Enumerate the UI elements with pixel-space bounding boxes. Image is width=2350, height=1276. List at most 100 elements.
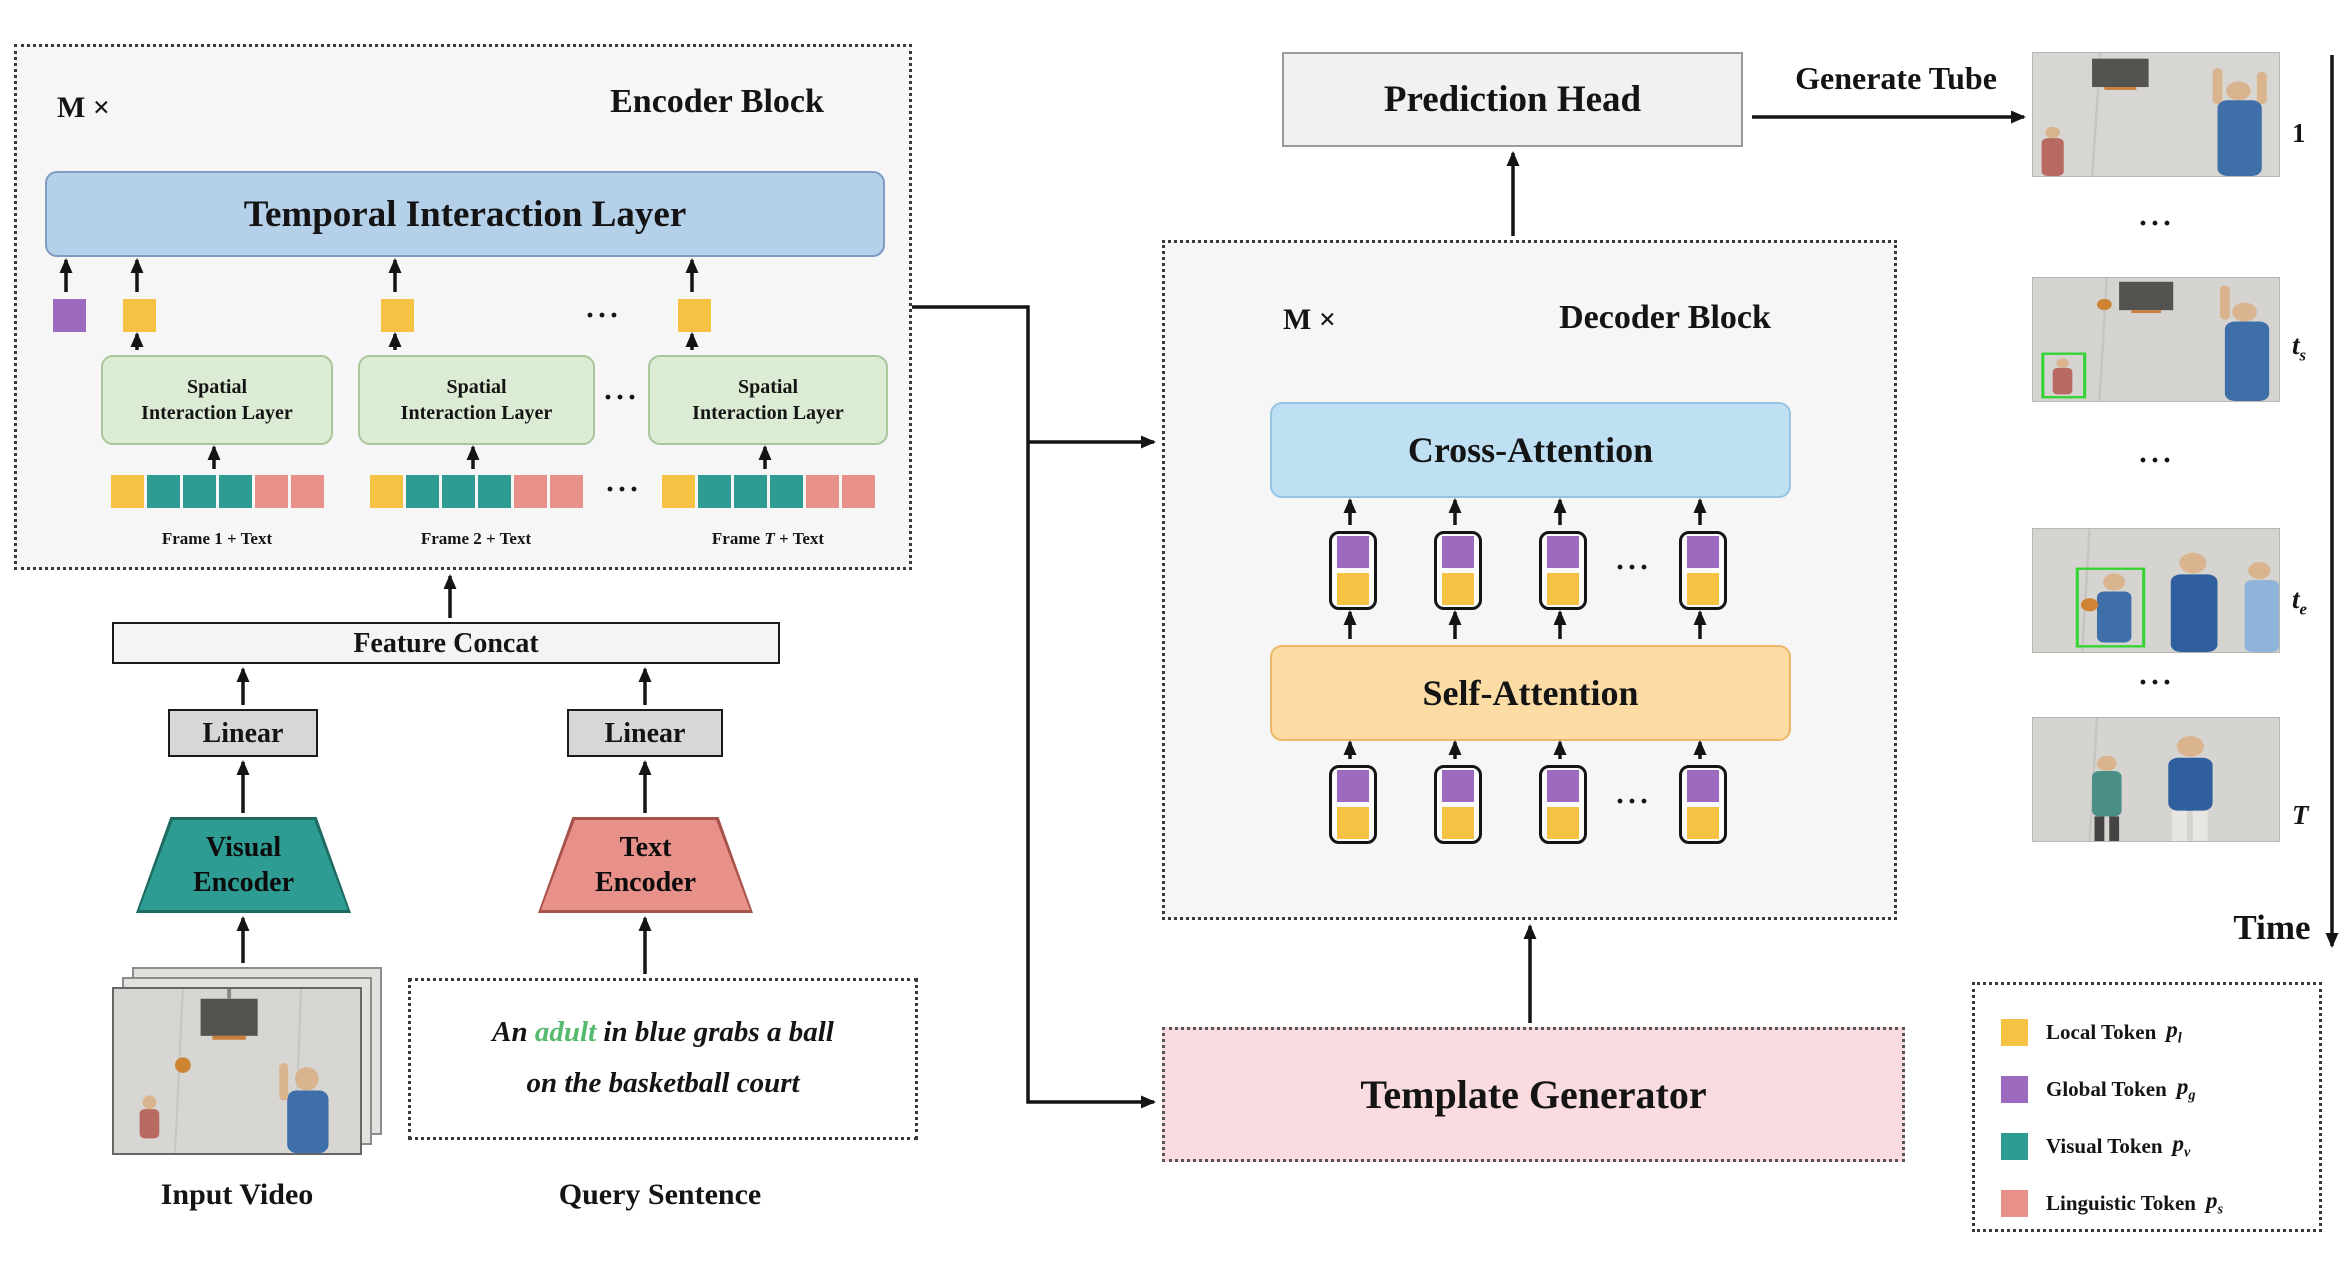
global-token-swatch — [2001, 1075, 2028, 1103]
local-token — [381, 299, 414, 332]
local-token — [123, 299, 156, 332]
tube-frame-T-scene — [2033, 718, 2279, 841]
visual-token — [734, 475, 767, 508]
visual-token — [698, 475, 731, 508]
global-token — [1547, 770, 1579, 802]
global-token — [1442, 770, 1474, 802]
backboard — [200, 989, 258, 1040]
local-token — [1337, 573, 1369, 605]
global-token — [1687, 770, 1719, 802]
legend-item-local: Local Token pl — [2001, 1015, 2182, 1049]
visual-encoder-label: Encoder — [192, 867, 295, 898]
timeline-label-1: 1 — [2292, 118, 2306, 148]
global-token — [1337, 770, 1369, 802]
tube-frame-T — [2032, 717, 2280, 842]
spatial-interaction-layer-3: Spatial Interaction Layer — [648, 355, 888, 445]
ellipsis: ··· — [1614, 551, 1651, 584]
ellipsis: ··· — [2137, 207, 2174, 240]
input-video-label: Input Video — [160, 1178, 314, 1211]
basketball — [2096, 298, 2112, 311]
visual-token — [442, 475, 475, 508]
legend-item-linguistic: Linguistic Token ps — [2001, 1186, 2223, 1220]
decoder-multiplier: M × — [1283, 303, 1336, 336]
linear-visual: Linear — [168, 709, 318, 757]
text-encoder-label: Encoder — [594, 867, 697, 898]
feature-concat: Feature Concat — [112, 622, 780, 664]
local-token — [1687, 573, 1719, 605]
input-video-scene — [114, 989, 360, 1153]
local-token — [1442, 573, 1474, 605]
linguistic-token — [514, 475, 547, 508]
spatial-label-line1: Spatial — [446, 376, 507, 398]
spatial-interaction-layer-1: Spatial Interaction Layer — [101, 355, 333, 445]
person-right — [2168, 735, 2213, 841]
spatial-label-line1: Spatial — [186, 376, 248, 398]
visual-token-swatch — [2001, 1132, 2028, 1160]
text-encoder-label: Text — [619, 832, 672, 863]
person-small — [139, 1095, 160, 1139]
ellipsis: ··· — [2137, 666, 2174, 699]
arrow-encoder-to-template — [912, 305, 1156, 1109]
legend-symbol: ps — [2205, 1187, 2224, 1218]
tube-frame-1 — [2032, 52, 2280, 177]
token-pair — [1539, 765, 1587, 844]
token-row-frame2 — [370, 475, 583, 508]
token-pair — [1679, 531, 1727, 610]
local-token — [1547, 807, 1579, 839]
tube-frame-te — [2032, 528, 2280, 653]
token-pair — [1539, 531, 1587, 610]
spatial-label-line2: Interaction Layer — [141, 402, 293, 424]
input-video-frame-front — [112, 987, 362, 1155]
query-line-1: An adult in blue grabs a ball — [492, 1016, 834, 1048]
time-label: Time — [2233, 908, 2311, 947]
ellipsis: ··· — [1614, 785, 1651, 818]
global-token — [1337, 536, 1369, 568]
prediction-head: Prediction Head — [1282, 52, 1743, 147]
visual-encoder-fill: Visual Encoder — [139, 820, 348, 910]
legend: Local Token pl Global Token pg Visual To… — [1972, 982, 2322, 1232]
person-with-ball — [2080, 573, 2132, 643]
linguistic-token-swatch — [2001, 1189, 2028, 1217]
visual-token — [406, 475, 439, 508]
backboard — [2092, 58, 2149, 90]
legend-symbol: pl — [2166, 1016, 2182, 1047]
visual-token — [147, 475, 180, 508]
text-encoder-fill: Text Encoder — [541, 820, 750, 910]
token-row-frameT — [662, 475, 875, 508]
linguistic-token — [255, 475, 288, 508]
spatial-label-line1: Spatial — [737, 376, 799, 398]
ellipsis: ··· — [584, 299, 621, 332]
ellipsis: ··· — [602, 381, 639, 414]
visual-encoder-label: Visual — [205, 832, 282, 863]
frame-label-2: Frame 2 + Text — [420, 529, 532, 548]
bbox-te — [2075, 567, 2146, 648]
temporal-layer-label: Temporal Interaction Layer — [243, 193, 687, 235]
generate-tube-label: Generate Tube — [1795, 60, 1997, 96]
tube-frame-1-scene — [2033, 53, 2279, 176]
local-token — [111, 475, 144, 508]
local-token — [370, 475, 403, 508]
global-token — [1687, 536, 1719, 568]
local-token — [1337, 807, 1369, 839]
template-generator: Template Generator — [1162, 1027, 1905, 1162]
local-token — [1687, 807, 1719, 839]
visual-token — [183, 475, 216, 508]
global-token — [1442, 536, 1474, 568]
legend-item-visual: Visual Token pv — [2001, 1129, 2190, 1163]
query-line-2: on the basketball court — [526, 1066, 800, 1099]
local-token — [1547, 573, 1579, 605]
encoder-multiplier: M × — [57, 91, 110, 124]
timeline-label-te: te — [2292, 584, 2307, 619]
self-attention: Self-Attention — [1270, 645, 1791, 741]
frame-label-T: Frame T + Text — [711, 529, 825, 548]
timeline-label-ts: ts — [2292, 330, 2307, 365]
token-row-frame1 — [111, 475, 324, 508]
tube-frame-ts-scene — [2033, 278, 2279, 401]
linguistic-token — [291, 475, 324, 508]
decoder-title: Decoder Block — [1559, 299, 1771, 336]
ellipsis: ··· — [2137, 444, 2174, 477]
basketball — [175, 1057, 191, 1073]
linear-text: Linear — [567, 709, 723, 757]
token-pair — [1329, 531, 1377, 610]
